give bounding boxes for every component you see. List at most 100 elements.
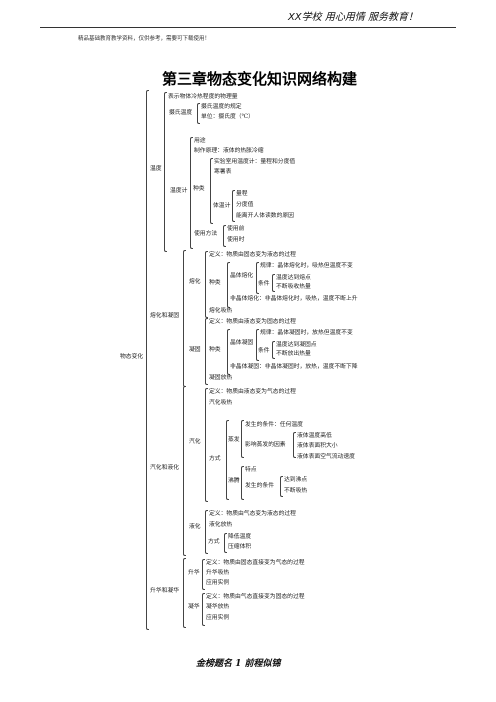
root-label: 物态变化 bbox=[120, 354, 144, 360]
bracket-sub-down bbox=[202, 593, 205, 626]
amorphous-solid: 非晶体凝固：非晶体凝固时，放热，温度不断下降 bbox=[230, 364, 358, 370]
crystal-melting-rule: 规律：晶体熔化时，吸热但温度不变 bbox=[260, 263, 353, 269]
sublimation-heat: 升华吸热 bbox=[206, 570, 230, 576]
evap-occur: 发生的条件：任何温度 bbox=[245, 422, 303, 428]
page-title: 第三章物态变化知识网络构建 bbox=[162, 70, 358, 88]
clinical-range: 量程 bbox=[236, 191, 248, 197]
bracket-root bbox=[146, 90, 149, 630]
liq-way-1: 降低温度 bbox=[228, 534, 252, 540]
solidifying-heat: 凝固放热 bbox=[209, 375, 233, 381]
usage-before: 使用前 bbox=[227, 226, 245, 232]
melting-label: 熔化 bbox=[189, 279, 201, 285]
bracket-sublimation bbox=[183, 558, 186, 628]
bracket-solid-kinds bbox=[227, 329, 230, 375]
boiling-cond-1: 达到沸点 bbox=[284, 477, 308, 483]
bracket-clinical bbox=[232, 190, 235, 222]
celsius-rule: 摄氏温度的规定 bbox=[201, 104, 242, 110]
thermo-lab: 实验室用温度计：量程和分度值 bbox=[214, 159, 296, 165]
sublimation-app: 应用实例 bbox=[206, 580, 230, 586]
bracket-evaporation bbox=[241, 420, 244, 458]
deposition-def: 定义：物质由气态直接变为固态的过程 bbox=[206, 594, 305, 600]
bracket-celsius bbox=[197, 103, 200, 124]
bracket-vap-ways bbox=[226, 420, 229, 500]
clinical-division: 分度值 bbox=[236, 202, 254, 208]
solidifying-kinds: 种类 bbox=[209, 347, 221, 353]
deposition-app: 应用实例 bbox=[206, 615, 230, 621]
temp-def: 表示物体冷热程度的物理量 bbox=[168, 94, 238, 100]
crystal-solid-label: 晶体凝固 bbox=[230, 340, 254, 346]
bracket-solid-cond bbox=[272, 341, 275, 359]
bracket-boiling bbox=[241, 466, 244, 500]
boiling-cond-2: 不断吸热 bbox=[284, 488, 308, 494]
boiling-cond-label: 发生的条件 bbox=[245, 483, 274, 489]
melting-cond-1: 温度达到熔点 bbox=[276, 275, 311, 281]
temp-label: 温度 bbox=[150, 166, 162, 172]
evap-factor-2: 液体表面积大小 bbox=[297, 443, 338, 449]
celsius-label: 摄氏温度 bbox=[169, 110, 193, 116]
bracket-thermo-kinds bbox=[210, 158, 213, 224]
vaporization-heat: 汽化吸热 bbox=[209, 400, 233, 406]
thermo-principle: 制作原理：液体的热胀冷缩 bbox=[194, 148, 264, 154]
header-divider bbox=[40, 27, 456, 28]
bracket-usage bbox=[223, 225, 226, 247]
bracket-liquefaction bbox=[205, 510, 208, 554]
clinical-label: 体温计 bbox=[213, 203, 231, 209]
boiling-label: 沸腾 bbox=[228, 478, 240, 484]
vaporization-label: 汽化 bbox=[189, 439, 201, 445]
bracket-vap-liq bbox=[183, 386, 186, 556]
usage-during: 使用时 bbox=[227, 237, 245, 243]
bracket-melt-solidify bbox=[183, 250, 186, 387]
melting-def: 定义：物质由固态变为液态的过程 bbox=[209, 252, 296, 258]
vap-ways-label: 方式 bbox=[209, 456, 221, 462]
crystal-solid-rule: 规律：晶体凝固时，放热但温度不变 bbox=[260, 330, 353, 336]
melting-kinds: 种类 bbox=[209, 280, 221, 286]
sublimation-label: 升华 bbox=[188, 570, 200, 576]
bracket-vaporization bbox=[205, 388, 208, 502]
liq-way-2: 压缩体积 bbox=[228, 544, 252, 550]
evap-factor-3: 液体表面空气流动速度 bbox=[297, 454, 355, 460]
liquefaction-label: 液化 bbox=[189, 524, 201, 530]
bracket-melting-cond bbox=[272, 274, 275, 292]
bracket-solidifying bbox=[205, 318, 208, 385]
bracket-thermometer bbox=[190, 137, 193, 249]
bracket-sub-up bbox=[202, 559, 205, 590]
melting-heat: 熔化吸热 bbox=[209, 308, 233, 314]
boiling-feature: 特点 bbox=[245, 467, 257, 473]
melting-cond-2: 不断吸收热量 bbox=[276, 284, 311, 290]
amorphous-melting: 非晶体熔化：非晶体熔化时，吸热，温度不断上升 bbox=[230, 296, 358, 302]
bracket-liq-ways bbox=[224, 533, 227, 553]
celsius-unit: 单位：摄氏度（℃） bbox=[201, 114, 254, 120]
liquefaction-def: 定义：物质由气态变为液态的过程 bbox=[209, 511, 296, 517]
bracket-evap-factors bbox=[293, 432, 296, 458]
bracket-crystal-solid bbox=[256, 329, 259, 361]
liquefaction-heat: 液化放热 bbox=[209, 522, 233, 528]
bracket-boil-cond bbox=[280, 476, 283, 497]
liq-ways-label: 方式 bbox=[208, 539, 220, 545]
melting-cond-label: 条件 bbox=[258, 281, 270, 287]
clinical-leave: 能离开人体读数的原因 bbox=[236, 213, 294, 219]
vaporization-def: 定义：物质由液态变为气态的过程 bbox=[209, 389, 296, 395]
solid-cond-1: 温度达到凝固点 bbox=[276, 342, 317, 348]
bracket-crystal-melting bbox=[256, 262, 259, 294]
bracket-melting-kinds bbox=[227, 262, 230, 308]
usage-label: 使用方法 bbox=[194, 231, 218, 237]
sub-group-label: 升华和凝华 bbox=[150, 588, 179, 594]
evaporation-label: 蒸发 bbox=[228, 437, 240, 443]
bracket-temperature bbox=[164, 92, 167, 252]
melt-group-label: 熔化和凝固 bbox=[150, 313, 179, 319]
solidifying-label: 凝固 bbox=[189, 347, 201, 353]
evap-factors-label: 影响蒸发的因素 bbox=[245, 442, 286, 448]
evap-factor-1: 液体温度高低 bbox=[297, 433, 332, 439]
crystal-melting-label: 晶体熔化 bbox=[230, 273, 254, 279]
solidifying-def: 定义：物质由液态变为固态的过程 bbox=[209, 319, 296, 325]
deposition-heat: 凝华放热 bbox=[206, 604, 230, 610]
bracket-melting bbox=[205, 251, 208, 318]
page-footer: 金榜题名 1 前程似锦 bbox=[196, 659, 281, 669]
thermo-cold: 寒暑表 bbox=[214, 169, 232, 175]
solid-cond-2: 不断放出热量 bbox=[276, 351, 311, 357]
thermo-use: 用途 bbox=[194, 138, 206, 144]
thermometer-label: 温度计 bbox=[170, 188, 188, 194]
thermo-kinds-label: 种类 bbox=[193, 186, 205, 192]
sublimation-def: 定义：物质由固态直接变为气态的过程 bbox=[206, 560, 305, 566]
header-text: XX学校 用心用情 服务教育！ bbox=[287, 12, 418, 23]
